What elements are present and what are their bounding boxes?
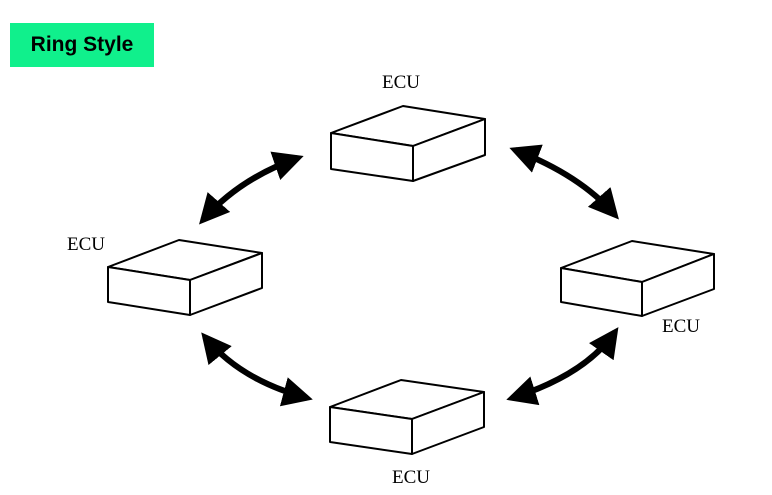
ecu-box-top [330, 105, 486, 182]
ecu-box-right [560, 240, 715, 317]
arrow-top-right [509, 144, 619, 220]
arrow-left-bottom [201, 332, 313, 407]
ecu-label-left: ECU [67, 234, 105, 255]
arrow-top-left [199, 151, 304, 225]
diagram-title: Ring Style [10, 23, 154, 67]
ecu-label-bottom: ECU [392, 467, 430, 488]
ecu-box-bottom [329, 379, 485, 455]
ecu-label-top: ECU [382, 72, 420, 93]
ecu-box-left [107, 239, 263, 316]
arrow-right-bottom [506, 327, 619, 406]
ecu-label-right: ECU [662, 316, 700, 337]
